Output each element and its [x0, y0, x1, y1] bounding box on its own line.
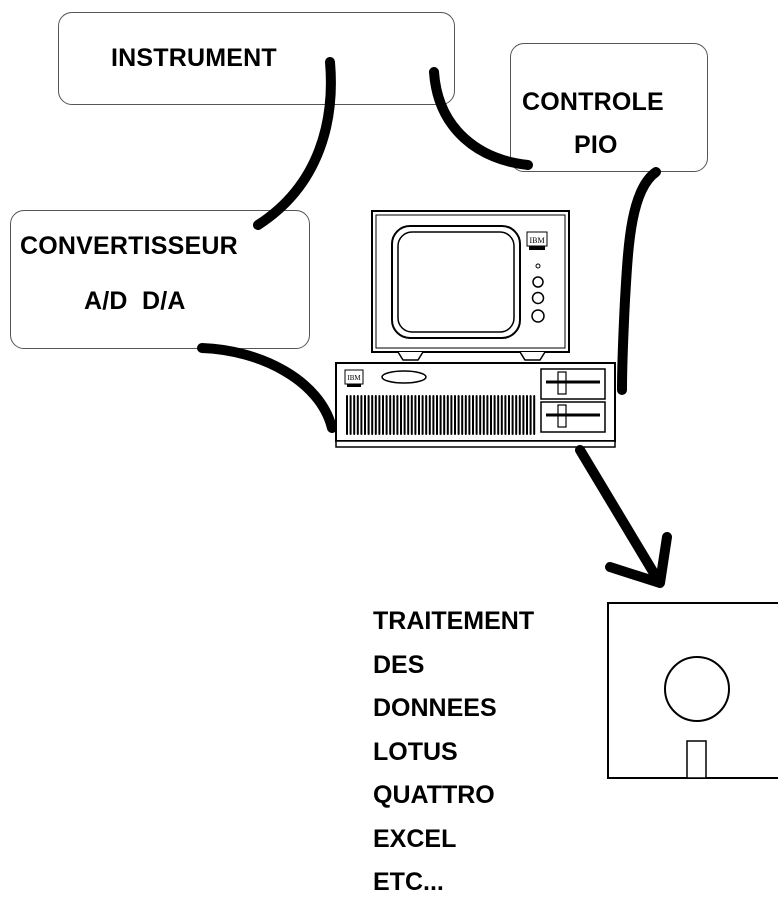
- instrument-label: INSTRUMENT: [111, 44, 277, 72]
- list-item: ETC...: [373, 868, 444, 896]
- ibm-logo-monitor: IBM: [529, 236, 544, 245]
- vent-slot: [533, 395, 536, 435]
- floppy-disk-icon: [607, 602, 778, 779]
- cable-controle-to-computer: [617, 167, 661, 395]
- cable-converter-to-computer: [197, 343, 337, 433]
- vent-slot: [500, 395, 503, 435]
- vent-slot: [353, 395, 356, 435]
- instrument-box: [58, 12, 455, 105]
- vent-slot: [432, 395, 435, 435]
- vent-slot: [407, 395, 410, 435]
- cable-instrument-to-converter: [253, 57, 336, 230]
- vent-slot: [450, 395, 453, 435]
- system-unit: IBM: [335, 362, 616, 448]
- list-item: LOTUS: [373, 737, 458, 766]
- monitor: IBM: [371, 210, 570, 361]
- controle-pio-box: [510, 43, 708, 172]
- vent-slot: [385, 395, 388, 435]
- vent-slot: [486, 395, 489, 435]
- pio-label: PIO: [574, 131, 618, 159]
- list-item: QUATTRO: [373, 781, 495, 809]
- vent-slot: [461, 395, 464, 435]
- ad-da-label: A/D D/A: [84, 287, 186, 315]
- vent-slot: [382, 395, 384, 435]
- connector-cables: [197, 57, 661, 433]
- vent-slot: [446, 395, 449, 435]
- list-item: DONNEES: [373, 694, 497, 722]
- vent-slot: [508, 395, 510, 435]
- vent-slot: [346, 395, 348, 435]
- vent-slot: [504, 395, 507, 435]
- ibm-logo-unit: IBM: [347, 374, 361, 382]
- vent-slot: [518, 395, 521, 435]
- vent-slot: [371, 395, 374, 435]
- vent-slot: [403, 395, 406, 435]
- vent-slot: [443, 395, 446, 435]
- vent-slot: [468, 395, 471, 435]
- vent-slot: [410, 395, 413, 435]
- vent-slot: [360, 395, 363, 435]
- vent-slot: [439, 395, 442, 435]
- vent-slot: [414, 395, 417, 435]
- list-item: EXCEL: [373, 824, 457, 853]
- cable-instrument-to-controle: [429, 67, 533, 170]
- vent-slot: [457, 395, 460, 435]
- vent-slot: [475, 395, 478, 435]
- processing-list: TRAITEMENT DES DONNEES LOTUS QUATTRO EXC…: [373, 600, 534, 905]
- vent-slot: [400, 395, 402, 435]
- list-item: TRAITEMENT: [373, 607, 535, 635]
- vent-slot: [454, 395, 456, 435]
- vent-slot: [515, 395, 518, 435]
- vent-slot: [392, 395, 395, 435]
- vent-slot: [364, 395, 366, 435]
- list-item: DES: [373, 650, 425, 679]
- vent-slot: [493, 395, 496, 435]
- vent-slot: [436, 395, 438, 435]
- vent-slot: [497, 395, 500, 435]
- convertisseur-label: CONVERTISSEUR: [20, 232, 238, 260]
- vent-slot: [464, 395, 467, 435]
- vent-slot: [511, 395, 514, 435]
- vent-slot: [529, 395, 532, 435]
- vent-slot: [425, 395, 428, 435]
- vent-slot: [490, 395, 492, 435]
- vent-slot: [374, 395, 377, 435]
- vent-slot: [526, 395, 528, 435]
- vent-slot: [367, 395, 370, 435]
- vent-slot: [421, 395, 424, 435]
- diagram-drawing: IBM IBM: [197, 57, 778, 779]
- vent-slot: [522, 395, 525, 435]
- vent-slot: [396, 395, 399, 435]
- vent-slot: [482, 395, 485, 435]
- vent-slot: [479, 395, 482, 435]
- vent-slot: [472, 395, 474, 435]
- vent-slot: [389, 395, 392, 435]
- convertisseur-box: [10, 210, 310, 349]
- vent-slot: [349, 395, 352, 435]
- arrow-to-processing: [575, 445, 672, 588]
- controle-label: CONTROLE: [522, 88, 664, 116]
- vent-slot: [356, 395, 359, 435]
- vent-slot: [428, 395, 431, 435]
- vent-slot: [418, 395, 420, 435]
- vent-slot: [378, 395, 381, 435]
- vent-grille: [346, 395, 536, 435]
